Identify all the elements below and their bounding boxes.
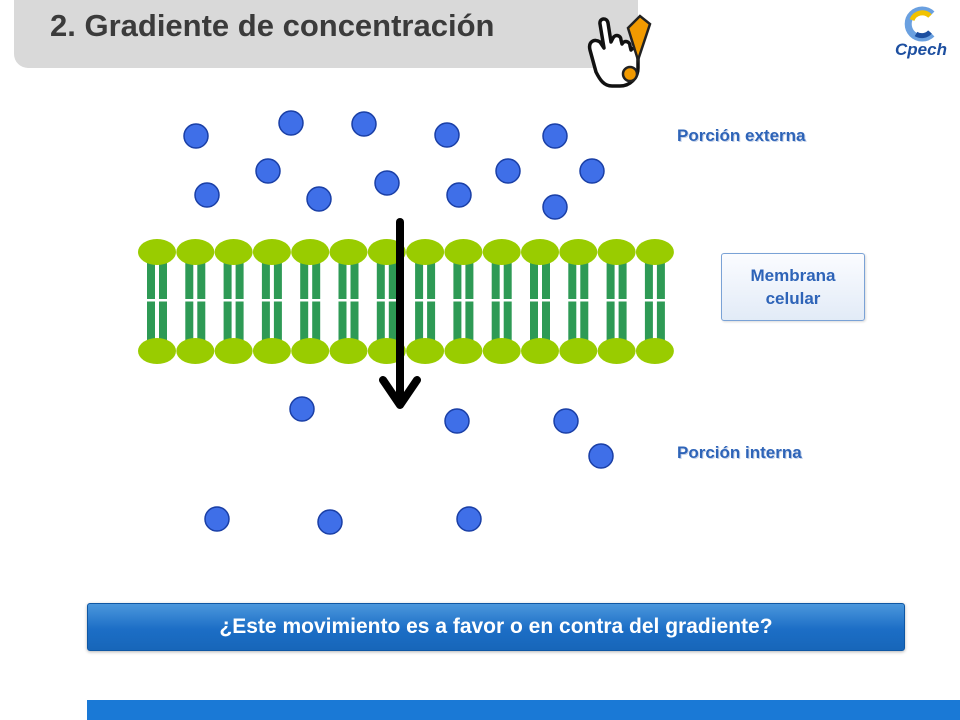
- lipid-head: [635, 239, 674, 265]
- molecule: [194, 182, 220, 208]
- label-external: Porción externa: [677, 126, 806, 145]
- lipid-tail-gap: [337, 299, 360, 302]
- molecule: [183, 123, 209, 149]
- logo-text: Cpech: [895, 40, 947, 59]
- lipid-tail-gap: [184, 299, 207, 302]
- molecule: [553, 408, 579, 434]
- lipid-head: [291, 338, 330, 364]
- title-box: 2. Gradiente de concentración: [14, 0, 638, 68]
- molecule: [278, 110, 304, 136]
- molecule: [542, 194, 568, 220]
- lipid-tail-gap: [260, 299, 283, 302]
- lipid-head: [406, 239, 445, 265]
- lipid-tail-gap: [414, 299, 437, 302]
- lipid-head: [444, 239, 483, 265]
- lipid-tail-gap: [222, 299, 245, 302]
- lipid-tail-gap: [605, 299, 628, 302]
- lipid-head: [482, 338, 521, 364]
- lipid-tail-gap: [452, 299, 475, 302]
- lipid-head: [559, 239, 598, 265]
- lipid-head: [138, 239, 176, 265]
- molecule: [588, 443, 614, 469]
- lipid-head: [291, 239, 330, 265]
- lipid-heads: [138, 239, 674, 364]
- lipid-head: [559, 338, 598, 364]
- molecule: [204, 506, 230, 532]
- lipid-head: [597, 239, 636, 265]
- molecule: [306, 186, 332, 212]
- lipid-head: [444, 338, 483, 364]
- bottom-bar: [87, 700, 960, 720]
- lipid-tail-gap: [567, 299, 590, 302]
- molecule: [446, 182, 472, 208]
- cpech-logo: Cpech: [888, 4, 954, 66]
- page-title: 2. Gradiente de concentración: [50, 8, 495, 43]
- lipid-tails: [146, 262, 666, 340]
- down-arrow-icon: [379, 218, 421, 409]
- molecule: [317, 509, 343, 535]
- lipid-head: [521, 239, 559, 265]
- lipid-head: [482, 239, 521, 265]
- molecule: [289, 396, 315, 422]
- molecule: [495, 158, 521, 184]
- lipid-tail-gap: [490, 299, 513, 302]
- label-internal: Porción interna: [677, 443, 802, 462]
- lipid-head: [214, 338, 253, 364]
- lipid-head: [252, 338, 291, 364]
- lipid-tail-gap: [299, 299, 322, 302]
- lipid-head: [252, 239, 291, 265]
- lipid-head: [176, 239, 215, 265]
- lipid-head: [597, 338, 636, 364]
- lipid-tail-gap: [643, 299, 666, 302]
- lipid-head: [176, 338, 215, 364]
- molecule: [255, 158, 281, 184]
- membrane-label-line1: Membrana: [750, 266, 836, 285]
- molecule: [444, 408, 470, 434]
- lipid-head: [406, 338, 445, 364]
- lipid-tail-gap: [529, 299, 551, 302]
- lipid-head: [521, 338, 559, 364]
- molecule: [374, 170, 400, 196]
- membrane-label-line2: celular: [765, 289, 821, 308]
- lipid-tail-gap: [146, 299, 168, 302]
- lipid-head: [329, 338, 368, 364]
- lipid-head: [138, 338, 176, 364]
- lipid-head: [329, 239, 368, 265]
- pointing-hand-exclamation-icon: [587, 14, 652, 88]
- molecule: [434, 122, 460, 148]
- molecule: [456, 506, 482, 532]
- logo-mark-icon: [904, 6, 935, 42]
- molecule: [351, 111, 377, 137]
- lipid-head: [635, 338, 674, 364]
- question-banner: ¿Este movimiento es a favor o en contra …: [87, 603, 905, 651]
- membrane-label-box: Membrana celular: [721, 253, 865, 321]
- molecules: [183, 110, 614, 535]
- lipid-head: [214, 239, 253, 265]
- lipid-tail-gap: [375, 299, 398, 302]
- molecule: [542, 123, 568, 149]
- molecule: [579, 158, 605, 184]
